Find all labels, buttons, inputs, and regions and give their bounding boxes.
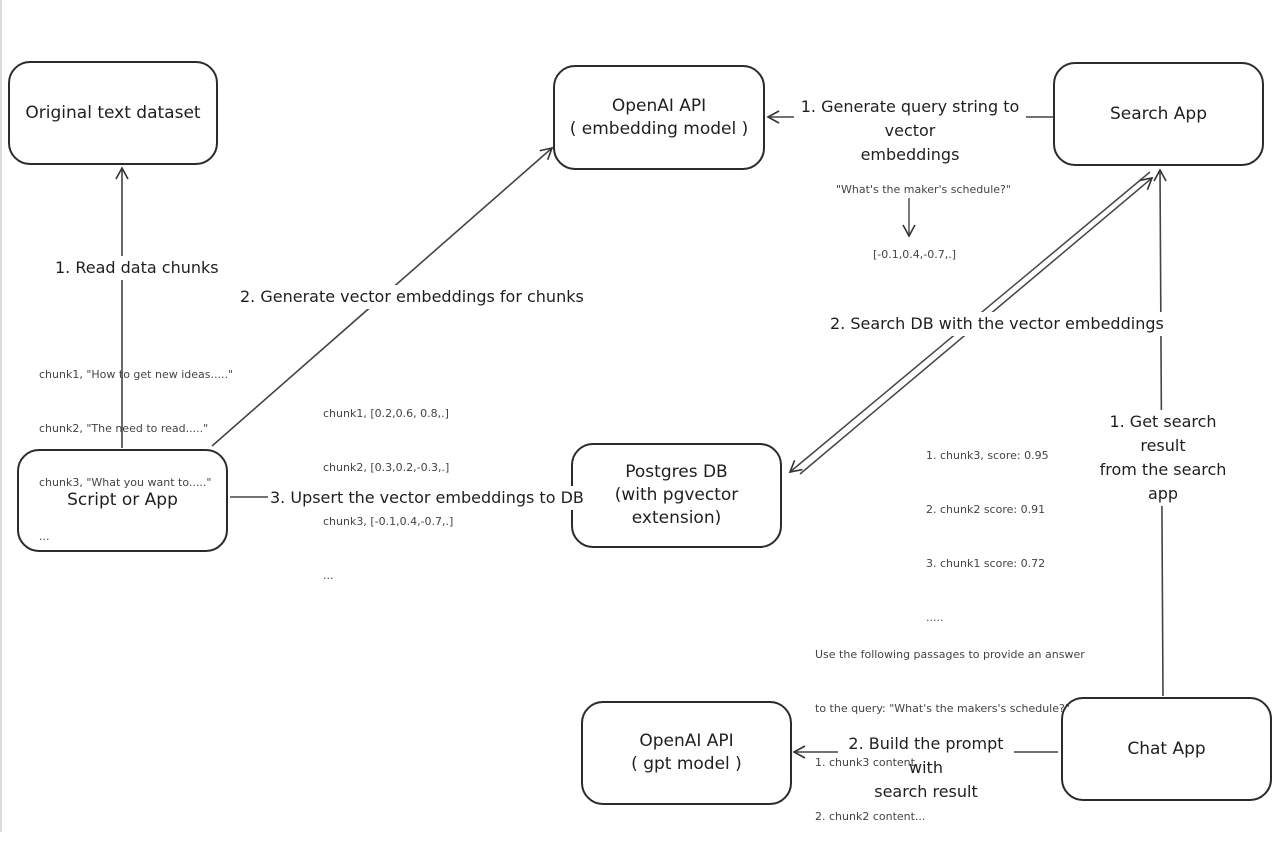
node-sublabel: ( embedding model ): [569, 118, 749, 139]
node-label: Search App: [1109, 103, 1208, 124]
node-label: Original text dataset: [25, 102, 201, 123]
node-sublabel: ( gpt model ): [631, 754, 742, 774]
edge-label-generate-embeddings: 2. Generate vector embeddings for chunks: [240, 285, 584, 309]
note-line: ...: [323, 569, 334, 582]
note-line: 1. chunk3 content...: [815, 756, 926, 769]
node-openai-embedding: OpenAI API ( embedding model ): [553, 65, 765, 170]
node-label: Chat App: [1127, 738, 1206, 759]
edge-label-read-chunks: 1. Read data chunks: [55, 256, 219, 280]
note-line: 3. chunk1 score: 0.72: [926, 557, 1046, 570]
note-line: to the query: "What's the makers's sched…: [815, 702, 1070, 715]
edge-label-search-db: 2. Search DB with the vector embeddings: [830, 312, 1164, 336]
note-line: 2. chunk2 score: 0.91: [926, 503, 1046, 516]
edge-label-line: 2. Build the prompt with: [848, 734, 1004, 777]
note-line: Use the following passages to provide an…: [815, 648, 1085, 661]
edge-label-line: search result: [874, 782, 978, 801]
edge-label-line: from the search app: [1099, 460, 1227, 503]
note-line: chunk2, "The need to read.....": [39, 422, 209, 435]
node-label: OpenAI API: [639, 731, 734, 752]
note-line: chunk1, [0.2,0.6, 0.8,.]: [323, 407, 449, 420]
node-search-app: Search App: [1053, 62, 1264, 166]
node-label: OpenAI API: [611, 95, 707, 116]
note-line: chunk1, "How to get new ideas.....": [39, 368, 234, 381]
node-original-text-dataset: Original text dataset: [8, 61, 218, 165]
node-label: Script or App: [67, 490, 178, 511]
node-script-or-app: Script or App: [17, 449, 228, 552]
note-line: chunk2, [0.3,0.2,-0.3,.]: [323, 461, 450, 474]
note-query-vector: [-0.1,0.4,-0.7,.]: [873, 248, 956, 261]
node-label: Postgres DB: [625, 462, 728, 483]
note-line: .....: [926, 611, 944, 624]
node-postgres-db: Postgres DB (with pgvector extension): [571, 443, 782, 548]
edge-label-line: embeddings: [860, 145, 960, 164]
edge-label-line: 1. Get search result: [1109, 412, 1217, 455]
note-chunks-text: chunk1, "How to get new ideas....." chun…: [39, 330, 233, 564]
note-scores: 1. chunk3, score: 0.95 2. chunk2 score: …: [926, 411, 1049, 645]
note-prompt: Use the following passages to provide an…: [815, 610, 1085, 844]
edge-label-get-result: 1. Get search result from the search app: [1094, 410, 1232, 506]
note-line: chunk3, [-0.1,0.4,-0.7,.]: [323, 515, 454, 528]
edge-label-build-prompt: 2. Build the prompt with search result: [838, 732, 1014, 804]
note-chunks-vectors: chunk1, [0.2,0.6, 0.8,.] chunk2, [0.3,0.…: [323, 369, 453, 603]
node-sublabel: (with pgvector extension): [614, 485, 739, 528]
note-line: ...: [39, 530, 50, 543]
note-query-text: "What's the maker's schedule?": [836, 183, 1011, 196]
note-line: 1. chunk3, score: 0.95: [926, 449, 1049, 462]
edge-label-upsert: 3. Upsert the vector embeddings to DB: [268, 486, 586, 510]
node-openai-gpt: OpenAI API ( gpt model ): [581, 701, 792, 805]
note-line: chunk3, "What you want to.....": [39, 476, 212, 489]
note-line: 2. chunk2 content...: [815, 810, 926, 823]
edge-label-line: 1. Generate query string to vector: [800, 97, 1020, 140]
node-chat-app: Chat App: [1061, 697, 1272, 801]
edge-label-query-vector: 1. Generate query string to vector embed…: [794, 95, 1026, 167]
